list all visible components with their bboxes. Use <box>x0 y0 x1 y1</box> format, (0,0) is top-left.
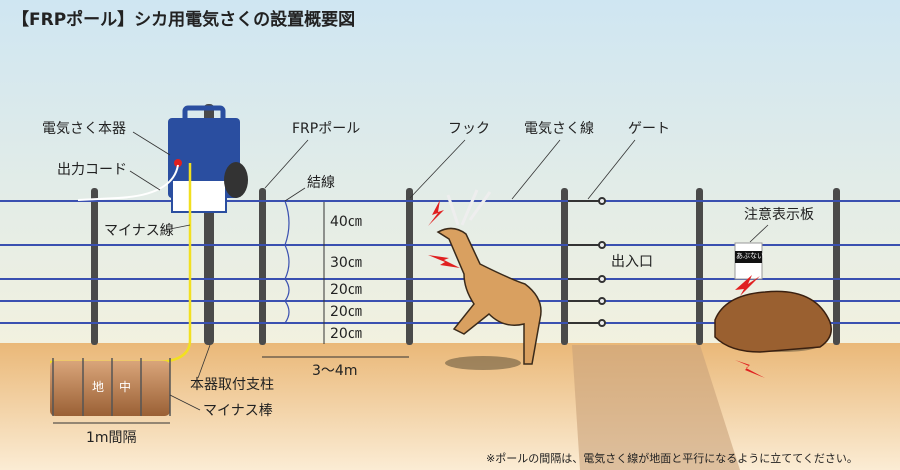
spacing-label: 30㎝ <box>330 255 362 271</box>
footnote: ※ポールの間隔は、電気さく線が地面と平行になるように立ててください。 <box>486 452 858 465</box>
leader-lines <box>129 131 769 411</box>
pole <box>561 188 568 345</box>
label-fence-wire: 電気さく線 <box>524 121 594 137</box>
label-output-cord: 出力コード <box>57 162 127 178</box>
pole <box>91 188 98 345</box>
warning-sign <box>734 242 763 280</box>
label-underground-1: 地 <box>92 380 105 394</box>
sign-text: あぶない <box>736 252 764 260</box>
label-minus-wire: マイナス線 <box>104 223 174 239</box>
label-warning-sign: 注意表示板 <box>744 207 814 223</box>
electric-spark-icons <box>428 200 765 378</box>
page-title: 【FRPポール】シカ用電気さくの設置概要図 <box>12 10 356 30</box>
minus-rods <box>52 358 171 416</box>
pole <box>259 188 266 345</box>
spacing-label: 20㎝ <box>330 304 362 320</box>
label-underground-2: 中 <box>119 380 132 394</box>
label-gate: ゲート <box>628 121 670 137</box>
label-frp-pole: FRPポール <box>292 121 361 137</box>
sky <box>0 0 900 345</box>
label-minus-rod: マイナス棒 <box>203 403 273 419</box>
spacing-label: 40㎝ <box>330 214 362 230</box>
label-tie-wire: 結線 <box>307 175 335 191</box>
label-rod-spacing: 1m間隔 <box>86 430 137 446</box>
gate-handles <box>568 197 606 327</box>
boar-illustration <box>714 290 832 353</box>
pole <box>696 188 703 345</box>
fence-energizer <box>168 105 248 213</box>
pole-spacing-label: 3～4m <box>312 363 358 379</box>
spacing-label: 20㎝ <box>330 282 362 298</box>
label-mount-pole: 本器取付支柱 <box>190 377 274 393</box>
spacing-label: 20㎝ <box>330 326 362 342</box>
pole <box>833 188 840 345</box>
deer-illustration <box>436 189 542 370</box>
label-device: 電気さく本器 <box>42 121 126 137</box>
tie-wire <box>284 200 290 324</box>
output-cord <box>77 164 179 201</box>
pole <box>406 188 413 345</box>
underground-area <box>50 361 170 416</box>
label-entrance: 出入口 <box>611 254 653 270</box>
entrance-path <box>572 345 740 470</box>
label-hook: フック <box>448 121 490 137</box>
